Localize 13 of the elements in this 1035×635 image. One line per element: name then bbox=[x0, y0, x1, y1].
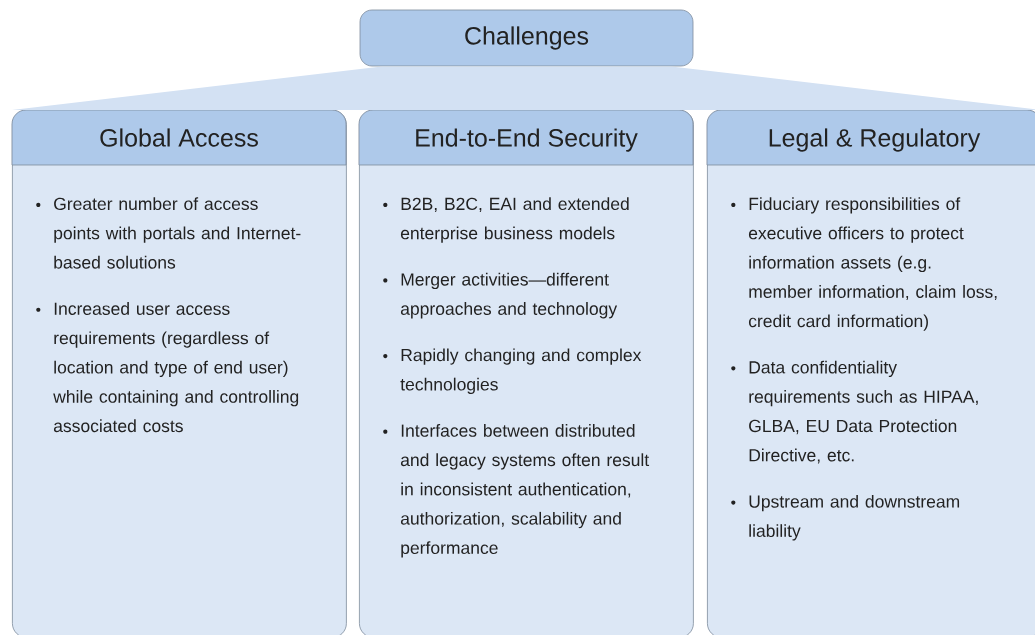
column-header: Global Access bbox=[11, 109, 347, 166]
bullet-item: Fiduciary responsibilities of executive officers to protect information assets (e.g. member information, claim loss, credit card information) bbox=[731, 197, 997, 331]
bullet-item: Merger activities—different approaches and technology bbox=[383, 272, 618, 319]
bullet-item: B2B, B2C, EAI and extended enterprise business models bbox=[383, 197, 629, 243]
title-box: Challenges bbox=[359, 9, 694, 67]
bullet-item: Interfaces between distributed and legacy systems often result in inconsistent authentication, authorization, scalability and performance bbox=[383, 424, 650, 558]
bullet-item: Upstream and downstream liability bbox=[731, 494, 960, 541]
bullet-item: Rapidly changing and complex technologies bbox=[383, 348, 642, 394]
bullet-item: Increased user access requirements (regardless of location and type of end user) while containing and controlling associated costs bbox=[36, 302, 299, 433]
column-header: Legal & Regulatory bbox=[706, 109, 1035, 166]
bullet-item: Greater number of access points with portals and Internet-based solutions bbox=[36, 197, 301, 269]
column-header: End-to-End Security bbox=[358, 109, 694, 166]
bullet-item: Data confidentiality requirements such as HIPAA, GLBA, EU Data Protection Directive, etc. bbox=[731, 360, 978, 464]
